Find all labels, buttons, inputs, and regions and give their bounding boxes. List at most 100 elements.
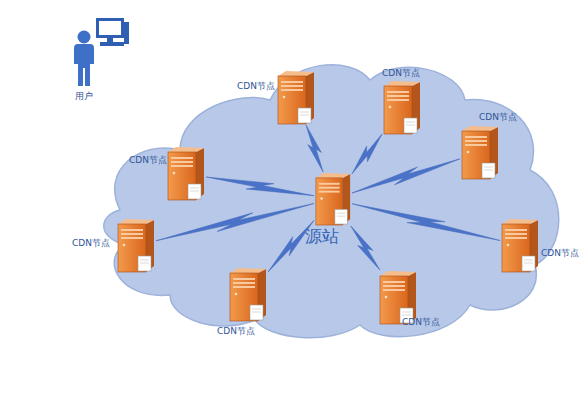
drive-slot — [465, 144, 487, 146]
server-top — [278, 71, 314, 76]
paper-line — [190, 191, 199, 192]
node-label: CDN节点 — [541, 249, 579, 258]
monitor-stand — [107, 38, 113, 42]
server-icon — [500, 218, 540, 273]
node-label: CDN节点 — [217, 327, 255, 336]
drive-slot — [387, 95, 409, 97]
paper-line — [300, 112, 309, 113]
lightning-link — [156, 203, 314, 240]
lightning-link — [351, 226, 380, 270]
server-node: CDN节点 — [228, 267, 268, 322]
drive-slot — [171, 161, 193, 163]
server-icon — [460, 125, 500, 180]
drive-slot — [281, 85, 303, 87]
power-light — [320, 197, 322, 200]
drive-slot — [319, 183, 340, 185]
monitor-screen — [99, 21, 121, 35]
power-light — [389, 106, 392, 109]
origin-label: 源站 — [305, 228, 339, 245]
paper-line — [402, 315, 411, 316]
paper-line — [402, 312, 411, 313]
lightning-bolt — [352, 134, 382, 174]
paper-sheet — [138, 256, 151, 271]
monitor-frame — [96, 18, 124, 38]
paper-line — [300, 115, 309, 116]
power-light — [235, 293, 238, 296]
paper-sheet — [298, 108, 311, 123]
drive-slot — [505, 237, 527, 239]
lightning-link — [352, 134, 382, 174]
server-node: 源站 — [314, 172, 352, 226]
drive-slot — [171, 165, 193, 167]
paper-line — [406, 122, 415, 123]
server-icon — [382, 80, 422, 135]
user-icon — [66, 16, 130, 88]
drive-slot — [505, 229, 527, 231]
server-top — [316, 173, 350, 178]
server-icon — [276, 70, 316, 125]
paper-line — [252, 309, 261, 310]
server-node: CDN节点 — [378, 270, 418, 325]
pc-tower — [124, 22, 129, 44]
server-node: CDN节点 — [460, 125, 500, 180]
user-node: 用户 — [66, 16, 130, 88]
person-body — [74, 44, 94, 86]
power-light — [173, 172, 176, 175]
paper-line — [252, 312, 261, 313]
node-label: CDN节点 — [382, 69, 420, 78]
server-node: CDN节点 — [382, 80, 422, 135]
drive-slot — [383, 281, 405, 283]
lightning-bolt — [206, 177, 314, 196]
drive-slot — [465, 136, 487, 138]
lightning-link — [306, 125, 323, 172]
node-label: CDN节点 — [479, 113, 517, 122]
paper-sheet — [188, 184, 201, 199]
paper-sheet — [404, 118, 417, 133]
server-node: CDN节点 — [116, 218, 156, 273]
power-light — [507, 244, 510, 247]
paper-sheet — [335, 209, 347, 224]
server-top — [380, 271, 416, 276]
server-top — [502, 219, 538, 224]
drive-slot — [319, 191, 340, 193]
paper-line — [484, 170, 493, 171]
lightning-bolt — [352, 204, 500, 241]
lightning-bolt — [352, 159, 460, 193]
drive-slot — [505, 233, 527, 235]
drive-slot — [383, 285, 405, 287]
drive-slot — [171, 157, 193, 159]
drive-slot — [281, 81, 303, 83]
node-label: CDN节点 — [237, 82, 275, 91]
drive-slot — [387, 91, 409, 93]
server-node: CDN节点 — [166, 146, 206, 201]
server-top — [118, 219, 154, 224]
lightning-link — [352, 159, 460, 193]
paper-sheet — [482, 163, 495, 178]
paper-line — [484, 167, 493, 168]
paper-line — [140, 260, 149, 261]
node-label: CDN节点 — [402, 318, 440, 327]
network-cloud — [104, 65, 559, 338]
lightning-bolt — [156, 203, 314, 240]
person-head — [78, 31, 91, 44]
server-top — [230, 268, 266, 273]
server-top — [462, 126, 498, 131]
server-node: CDN节点 — [276, 70, 316, 125]
lightning-bolt — [306, 125, 323, 172]
user-label: 用户 — [75, 92, 93, 101]
drive-slot — [121, 229, 143, 231]
paper-line — [190, 188, 199, 189]
paper-line — [337, 216, 346, 217]
paper-line — [337, 213, 346, 214]
keyboard — [100, 42, 124, 46]
paper-sheet — [522, 256, 535, 271]
server-icon — [314, 172, 352, 226]
server-icon — [166, 146, 206, 201]
drive-slot — [233, 282, 255, 284]
node-label: CDN节点 — [72, 239, 110, 248]
power-light — [283, 96, 286, 99]
lightning-link — [206, 177, 314, 196]
drive-slot — [387, 99, 409, 101]
lightning-bolt — [351, 226, 380, 270]
